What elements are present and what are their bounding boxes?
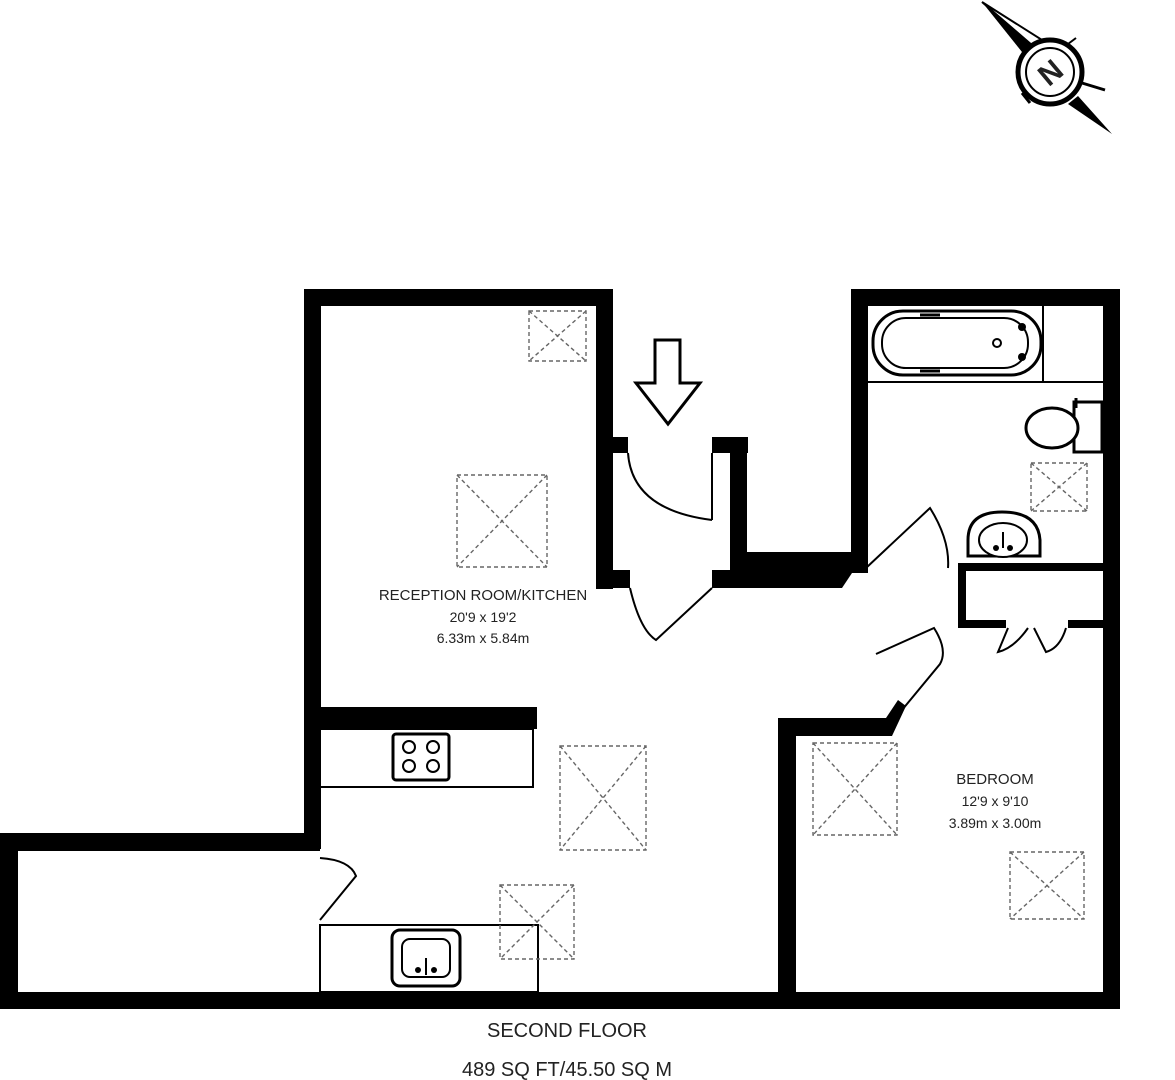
kitchen-sink-icon [390,928,462,988]
reception-room-dim-imperial: 20'9 x 19'2 [450,609,517,625]
bedroom-dim-imperial: 12'9 x 9'10 [962,793,1029,809]
toilet-icon [1024,398,1104,454]
bathtub-icon [871,309,1043,377]
entrance-arrow-icon [632,338,704,427]
reception-room-name: RECEPTION ROOM/KITCHEN [379,587,587,604]
floor-title: SECOND FLOOR [487,1020,647,1042]
skylight [456,474,548,568]
skylight [559,745,647,851]
skylights [456,310,1088,960]
skylight [812,742,898,836]
walls [0,289,1120,1009]
hob-icon [391,732,451,782]
skylight [1009,851,1085,920]
bedroom-name: BEDROOM [956,771,1034,788]
skylight [528,310,587,362]
fixtures [319,306,1103,993]
bedroom-dim-metric: 3.89m x 3.00m [949,815,1042,831]
skylight [499,884,575,960]
doors [319,452,1067,921]
floor-area: 489 SQ FT/45.50 SQ M [462,1059,672,1080]
reception-room-dim-metric: 6.33m x 5.84m [437,630,530,646]
compass-icon: N [981,1,1112,134]
basin-icon [966,510,1042,558]
skylight [1030,462,1088,512]
